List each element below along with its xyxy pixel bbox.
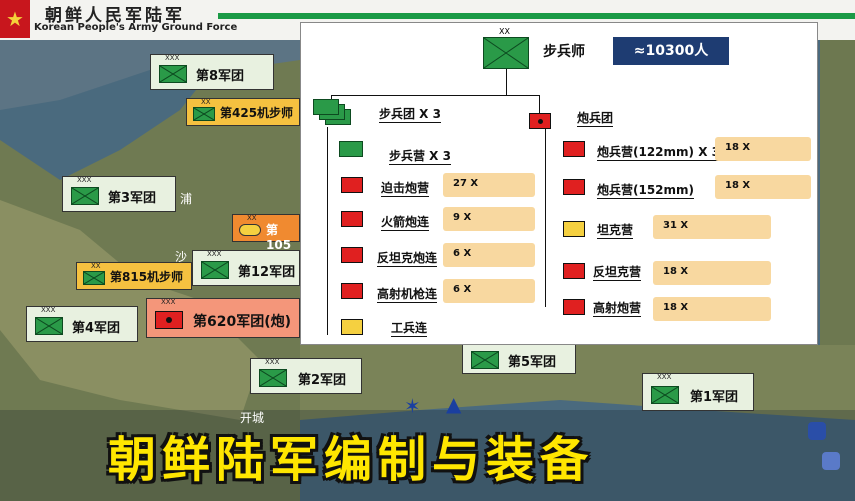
antitank-gun-icon <box>341 247 363 263</box>
rocket-equipment: 9 X <box>443 207 535 231</box>
aa-gun-equipment: 18 X <box>653 297 771 321</box>
unit-div-425[interactable]: XX 第425机步师 <box>186 98 300 126</box>
unit-label: 第12军团 <box>238 265 296 280</box>
battalion-stack-icon <box>339 141 363 157</box>
video-caption: 朝鲜陆军编制与装备 <box>108 432 595 488</box>
infantry-icon <box>35 317 63 335</box>
unit-label: 第1军团 <box>690 390 739 405</box>
unit-label: 第3军团 <box>108 191 157 206</box>
aa-gun-icon <box>563 299 585 315</box>
antitank-equipment: 6 X <box>443 243 535 267</box>
artillery-icon <box>155 311 183 329</box>
unit-corps-12[interactable]: XXX 第12军团 <box>192 250 300 286</box>
unit-echelon: XX <box>201 98 211 106</box>
infantry-regiment-label: 步兵团 X 3 <box>379 107 441 123</box>
org-chart-panel: XX 步兵师 ≈10300人 步兵团 X 3 炮兵团 步兵营 X 3 迫击炮营 … <box>300 22 818 345</box>
unit-corps-8[interactable]: XXX 第8军团 <box>150 54 274 90</box>
aa-machinegun-icon <box>341 283 363 299</box>
bottom-strip <box>0 410 855 501</box>
infantry-item-label: 迫击炮营 <box>381 181 430 197</box>
tank-equipment: 31 X <box>653 215 771 239</box>
header-accent-line <box>218 13 855 19</box>
unit-echelon: XXX <box>657 373 672 381</box>
tank-battalion-icon <box>563 221 585 237</box>
infantry-item-label: 高射机枪连 <box>377 287 438 303</box>
mortar-equipment: 27 X <box>443 173 535 197</box>
infantry-icon <box>201 261 229 279</box>
unit-echelon: XXX <box>161 298 176 306</box>
infantry-icon <box>651 386 679 404</box>
mech-infantry-icon <box>83 271 105 285</box>
shield-icon[interactable] <box>808 422 826 440</box>
infantry-item-label: 步兵营 X 3 <box>389 149 451 165</box>
antitank-battalion-icon <box>563 263 585 279</box>
howitzer-122-equipment: 18 X <box>715 137 811 161</box>
infantry-item-label: 反坦克炮连 <box>377 251 438 267</box>
regiment-stack-icon <box>313 99 353 127</box>
unit-label: 第5军团 <box>508 355 557 370</box>
unit-echelon: XXX <box>41 306 56 314</box>
division-echelon: XX <box>499 27 510 36</box>
unit-label: 第2军团 <box>298 373 347 388</box>
infantry-icon <box>259 369 287 387</box>
artillery-regiment-label: 炮兵团 <box>577 111 614 127</box>
unit-label: 第425机步师 <box>220 106 294 120</box>
artillery-item-label: 炮兵营(122mm) X 3 <box>597 145 720 161</box>
infantry-item-label: 工兵连 <box>391 321 428 337</box>
header-subtitle: Korean People's Army Ground Force <box>34 22 238 33</box>
artillery-item-label: 炮兵营(152mm) <box>597 183 695 199</box>
unit-echelon: XXX <box>165 54 180 62</box>
howitzer-152-equipment: 18 X <box>715 175 811 199</box>
unit-echelon: XX <box>247 214 257 222</box>
mortar-icon <box>341 177 363 193</box>
unit-label: 第815机步师 <box>110 270 184 284</box>
flag-emblem-icon: ★ <box>0 0 30 38</box>
unit-label: 第8军团 <box>196 69 245 84</box>
infantry-icon <box>71 187 99 205</box>
base-marker-icon[interactable]: ▲ <box>446 392 462 416</box>
infantry-item-label: 火箭炮连 <box>381 215 430 231</box>
artillery-regiment-icon <box>529 113 551 129</box>
artillery-item-label: 坦克营 <box>597 223 634 239</box>
engineer-icon <box>341 319 363 335</box>
unit-corps-2[interactable]: XXX 第2军团 <box>250 358 362 394</box>
division-infantry-icon <box>483 37 529 69</box>
aa-mg-equipment: 6 X <box>443 279 535 303</box>
unit-corps-620[interactable]: XXX 第620军团(炮) <box>146 298 300 338</box>
unit-div-105[interactable]: XX 第105 <box>232 214 300 252</box>
unit-div-815[interactable]: XX 第815机步师 <box>76 262 192 290</box>
shield-icon[interactable] <box>822 452 840 470</box>
infantry-icon <box>159 65 187 83</box>
unit-corps-3[interactable]: XXX 第3军团 <box>62 176 176 212</box>
rocket-artillery-icon <box>341 211 363 227</box>
unit-label: 第105 <box>266 223 292 252</box>
map-label: 浦 <box>180 192 193 206</box>
unit-echelon: XXX <box>77 176 92 184</box>
mech-infantry-icon <box>193 107 215 121</box>
howitzer-122-icon <box>563 141 585 157</box>
unit-echelon: XXX <box>265 358 280 366</box>
map-label: 沙 <box>175 250 188 264</box>
tank-icon <box>239 224 261 236</box>
map-label: 开城 <box>240 411 265 425</box>
unit-echelon: XX <box>91 262 101 270</box>
navy-marker-icon[interactable]: ✶ <box>404 394 421 418</box>
antitank-battalion-equipment: 18 X <box>653 261 771 285</box>
unit-echelon: XXX <box>207 250 222 258</box>
artillery-item-label: 高射炮营 <box>593 301 642 317</box>
division-label: 步兵师 <box>543 44 585 60</box>
infantry-icon <box>471 351 499 369</box>
artillery-item-label: 反坦克营 <box>593 265 642 281</box>
header-title: 朝鲜人民军陆军 <box>45 6 185 26</box>
howitzer-152-icon <box>563 179 585 195</box>
unit-label: 第4军团 <box>72 321 121 336</box>
unit-corps-1[interactable]: XXX 第1军团 <box>642 373 754 411</box>
unit-label: 第620军团(炮) <box>193 314 292 330</box>
unit-corps-4[interactable]: XXX 第4军团 <box>26 306 138 342</box>
division-strength: ≈10300人 <box>613 37 729 65</box>
unit-corps-5[interactable]: 第5军团 <box>462 342 576 374</box>
